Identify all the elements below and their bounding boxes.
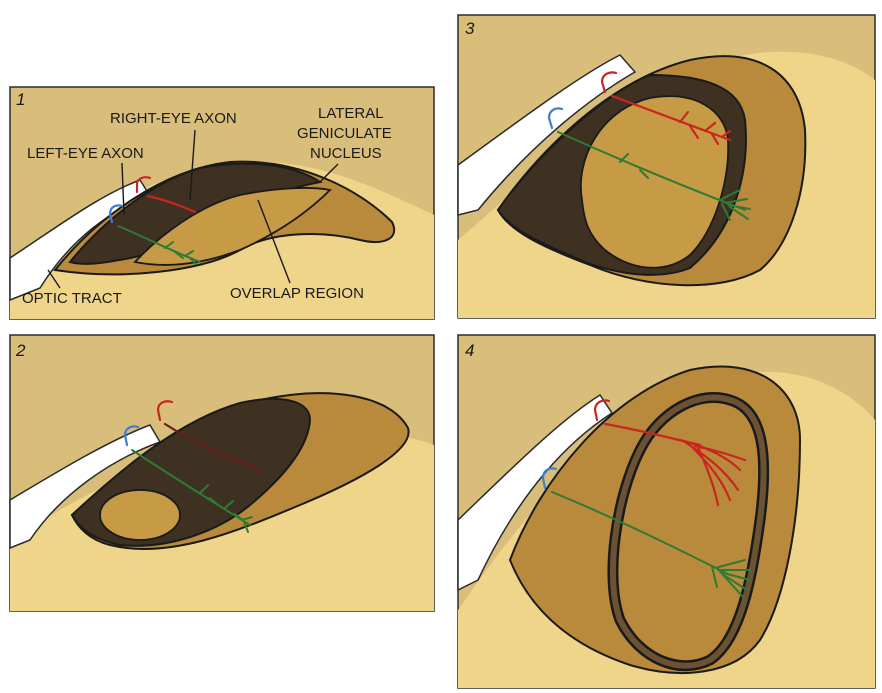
panel-3-number: 3 <box>465 19 475 38</box>
panel-2: 2 <box>10 335 434 611</box>
panel-4: 4 <box>458 335 875 688</box>
lgn-label-line2: GENICULATE <box>297 125 392 142</box>
lgn-label-line1: LATERAL <box>318 105 384 122</box>
panel-2-left-eye-territory <box>100 490 180 540</box>
left-eye-axon-label: LEFT-EYE AXON <box>27 145 144 162</box>
lgn-label-line3: NUCLEUS <box>310 145 382 162</box>
overlap-region-label: OVERLAP REGION <box>230 285 364 302</box>
panel-1-number: 1 <box>16 90 25 109</box>
panel-2-number: 2 <box>15 341 26 360</box>
right-eye-axon-label: RIGHT-EYE AXON <box>110 110 237 127</box>
panel-4-number: 4 <box>465 341 474 360</box>
optic-tract-label: OPTIC TRACT <box>22 290 122 307</box>
panel-1: 1 RIGHT-EYE AXON LEFT-EYE AXON LATERAL G… <box>10 87 434 319</box>
panel-3: 3 <box>458 15 875 318</box>
